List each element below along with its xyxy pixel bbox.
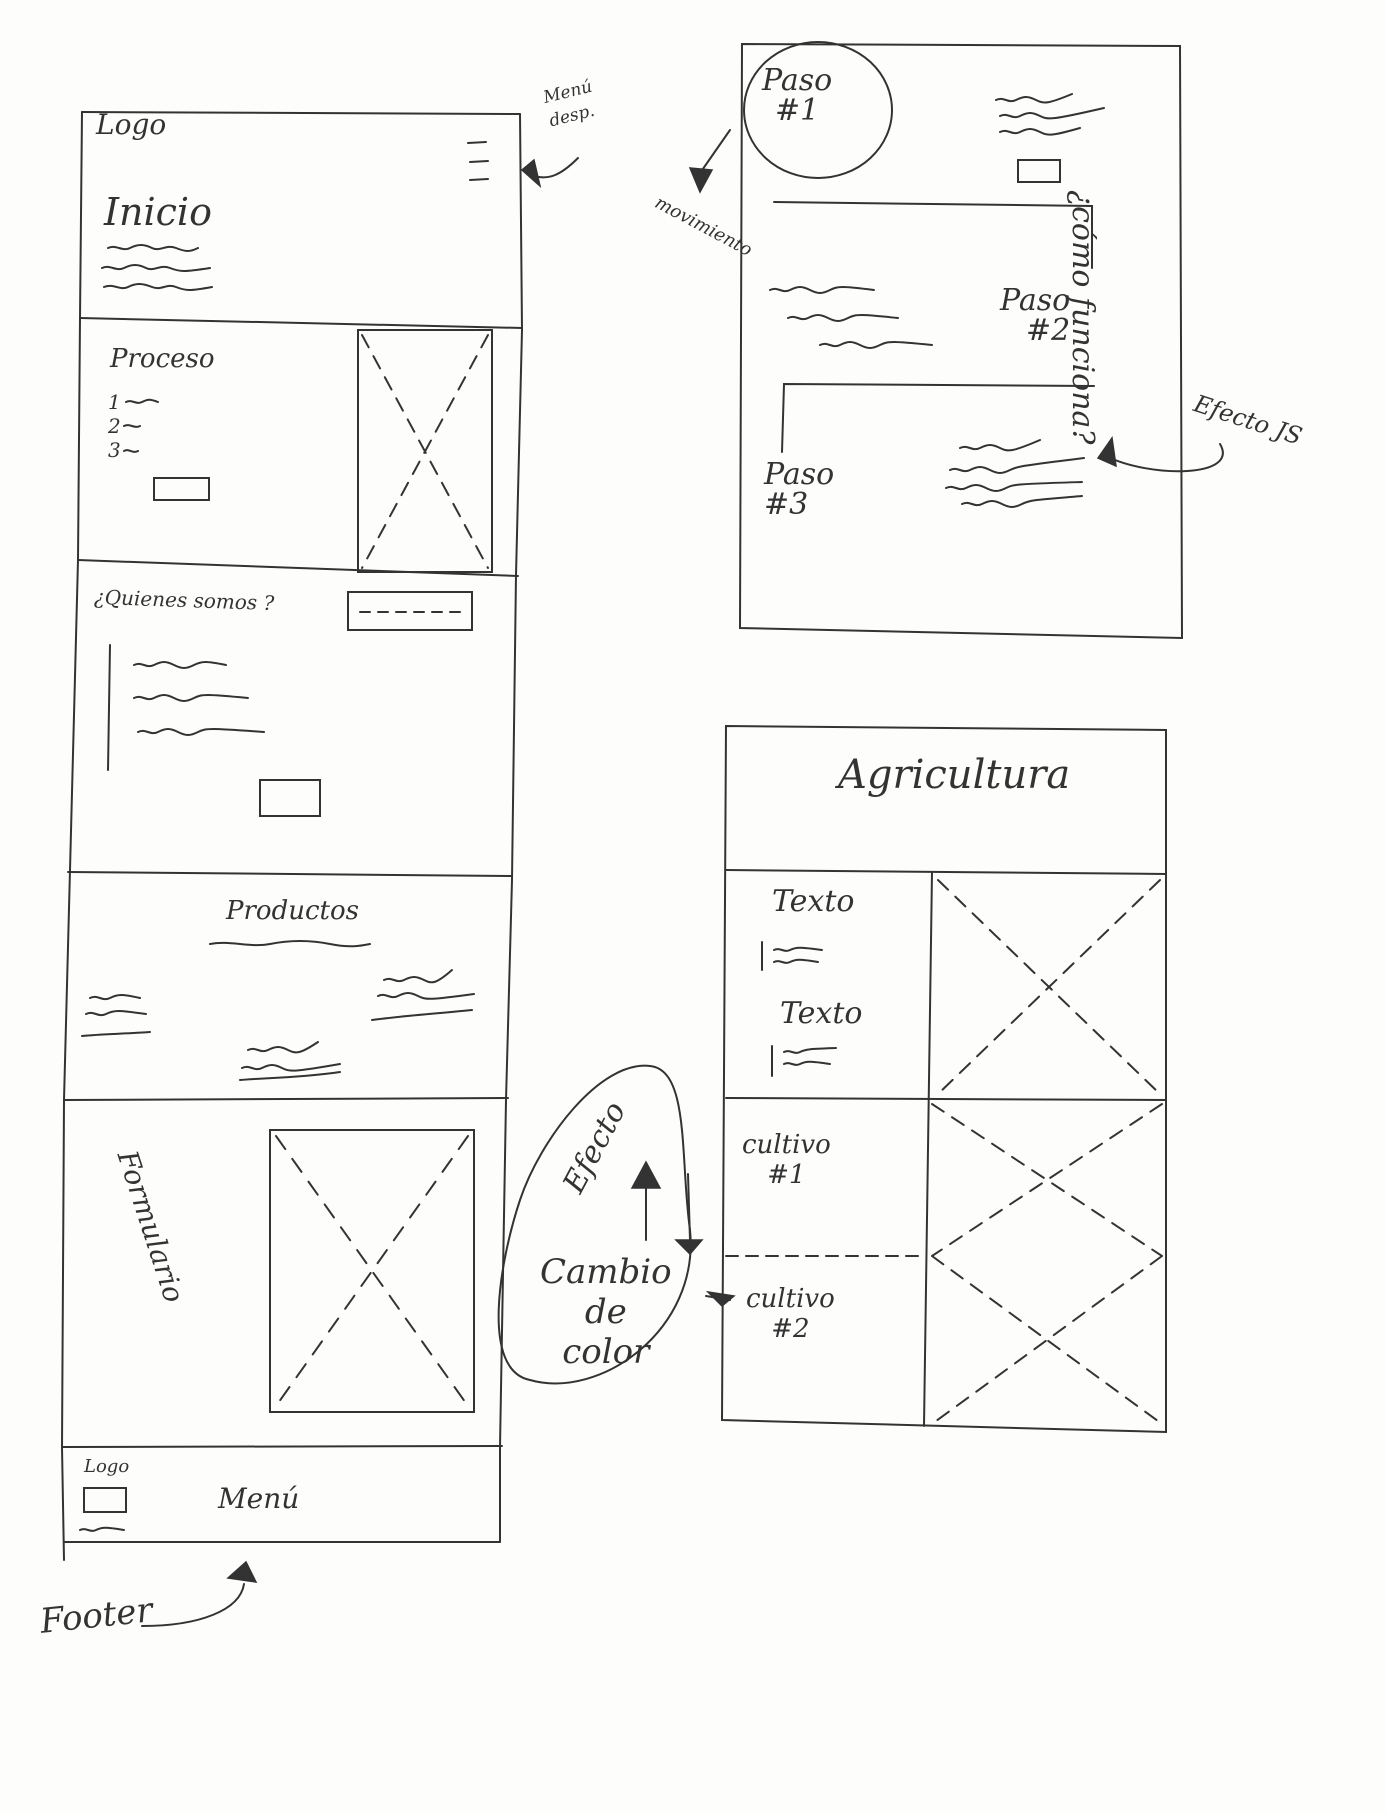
menu-note-arrow [533, 157, 579, 179]
crop-1-label: cultivo #1 [742, 1130, 831, 1190]
step-a-highlight-ellipse [743, 41, 893, 179]
form-image-placeholder [269, 1129, 475, 1413]
process-button [153, 477, 210, 501]
agriculture-text-marks [761, 941, 837, 1077]
process-step-3: 3 [108, 438, 121, 462]
steps-scribble-middle [769, 286, 933, 349]
products-scribble-left [81, 994, 151, 1037]
steps-scribble-top [995, 93, 1105, 136]
step-a-label: Paso #1 [762, 63, 833, 128]
agriculture-wireframe-outline [720, 724, 1167, 1434]
hamburger-icon [467, 141, 489, 181]
steps-button [1017, 159, 1061, 183]
agriculture-text-1: Texto [772, 884, 855, 919]
arrow-heads [226, 158, 1117, 1583]
steps-scribble-bottom [945, 439, 1085, 508]
js-effect-arrow [1105, 443, 1224, 473]
how-it-works-question: ¿cómo funciona? [1065, 190, 1100, 445]
agriculture-text-image-placeholder [937, 879, 1161, 1095]
step-c-label: Paso #3 [764, 457, 835, 522]
header-logo: Logo [96, 108, 167, 141]
footer-logo: Logo [84, 1456, 130, 1477]
effect-note-outline [497, 1064, 692, 1385]
agriculture-title: Agricultura [838, 752, 1071, 798]
effect-up-down-arrows [645, 1173, 691, 1241]
footer-menu: Menú [218, 1482, 300, 1515]
process-step-1: 1 [108, 390, 121, 414]
footer-arrow [141, 1583, 245, 1627]
about-vertical-rule [107, 644, 111, 771]
hero-scribble-lines [101, 244, 213, 291]
main-wireframe-outline [60, 111, 524, 1561]
products-scribble-middle [239, 1041, 341, 1081]
products-title: Productos [226, 896, 359, 926]
process-image-placeholder [357, 329, 493, 573]
agriculture-text-2: Texto [780, 996, 863, 1031]
steps-divider-2 [781, 382, 1095, 453]
movement-arrow [697, 129, 731, 177]
footer-logo-box [83, 1487, 127, 1513]
effect-note-body: Cambio de color [540, 1252, 672, 1372]
about-button [259, 779, 321, 817]
process-title: Proceso [110, 344, 215, 374]
products-underline [209, 940, 371, 948]
about-scribble-lines [133, 661, 265, 736]
steps-divider-1 [773, 201, 1093, 269]
hero-title: Inicio [104, 190, 212, 234]
footer-scribble [79, 1526, 125, 1532]
step-b-label: Paso #2 [1000, 283, 1071, 348]
process-step-2: 2 [108, 414, 121, 438]
crop-2-label: cultivo #2 [746, 1284, 835, 1344]
steps-wireframe-outline [738, 42, 1184, 640]
process-step-scribbles [123, 398, 159, 453]
about-image-placeholder [347, 591, 473, 631]
products-scribble-right [371, 969, 475, 1021]
crop-image-placeholder [931, 1103, 1163, 1425]
